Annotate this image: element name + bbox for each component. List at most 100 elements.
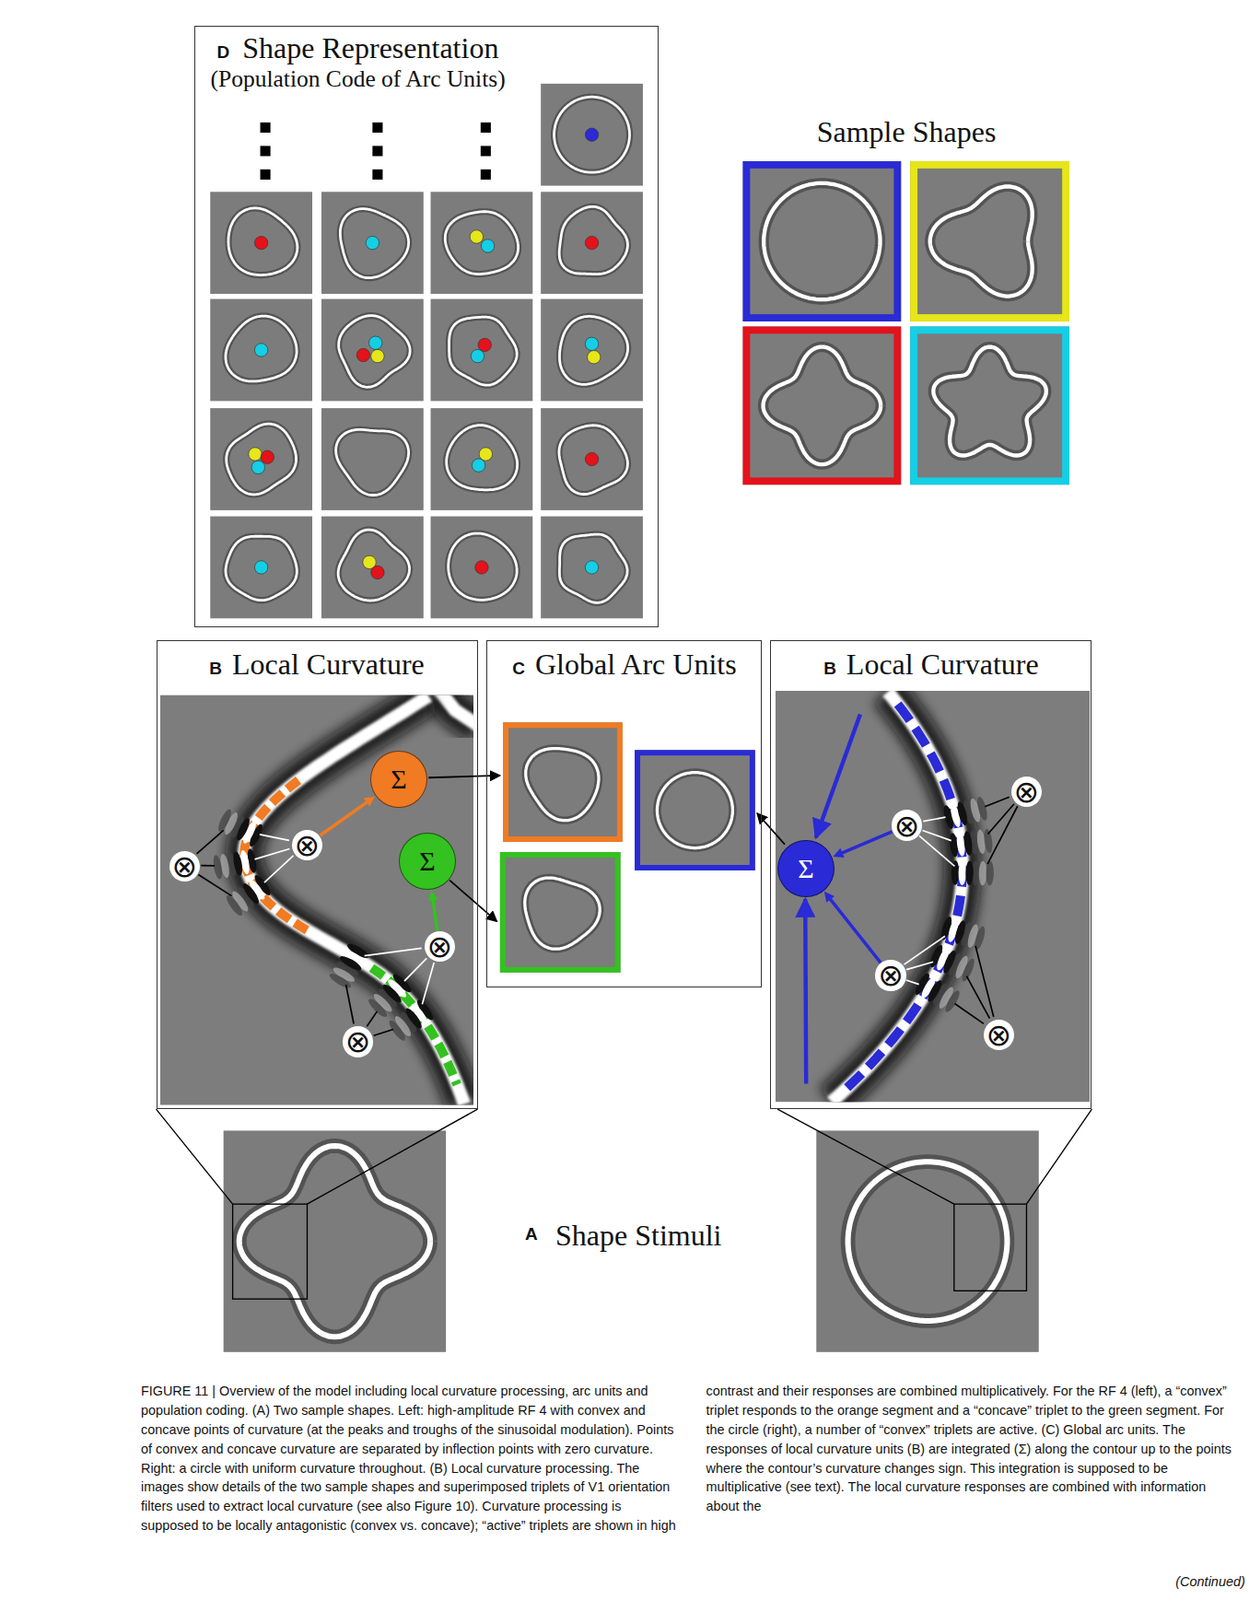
- contour-band: [438, 694, 474, 726]
- panel-box: BLocal CurvatureΣ⊗⊗⊗⊗: [770, 640, 1092, 1110]
- zoom-line: [156, 1108, 234, 1204]
- shape-tile: [321, 408, 424, 511]
- shape-halo: [449, 316, 518, 386]
- shape-contour: [554, 96, 631, 173]
- continued-note: (Continued): [1175, 1574, 1246, 1590]
- orientation-filter: [232, 851, 245, 877]
- image-ground: [775, 690, 1090, 1102]
- shape-halo: [448, 533, 517, 600]
- shape-halo: [239, 1145, 431, 1337]
- shape-contour: [559, 425, 628, 495]
- shape-tile: [540, 516, 643, 619]
- unit-dot: [480, 239, 494, 253]
- filter-wire: [197, 829, 224, 854]
- shape-tile: [431, 191, 534, 294]
- shape-halo: [339, 209, 409, 279]
- shape-tile: [540, 299, 643, 402]
- unit-dot: [251, 460, 265, 474]
- segment-dashes: [844, 703, 962, 1090]
- shape-contour: [763, 347, 882, 466]
- shape-halo: [559, 206, 628, 274]
- arrow-head: [832, 848, 844, 858]
- unit-dot: [584, 337, 598, 351]
- filter-wire: [366, 1011, 377, 1027]
- filter-wire: [198, 875, 232, 897]
- image-ground: [160, 694, 474, 1105]
- panel-box: CGlobal Arc Units: [486, 640, 762, 989]
- orientation-filter: [985, 861, 994, 887]
- filter-wire: [922, 829, 951, 841]
- orientation-filter: [978, 861, 987, 887]
- tile-border: [505, 724, 620, 840]
- orientation-filter: [211, 854, 224, 881]
- contour-halo: [831, 691, 963, 1102]
- contour-band: [244, 696, 465, 1105]
- contour-halo: [244, 696, 465, 1105]
- shape-halo: [933, 347, 1047, 456]
- shape-tile: [431, 299, 534, 402]
- sum-symbol: Σ: [797, 854, 814, 883]
- shape-tile: [210, 299, 313, 402]
- curvature-detail: [160, 694, 474, 1105]
- shape-contour: [656, 772, 733, 849]
- shape-halo: [930, 186, 1033, 296]
- filter-wire: [364, 947, 422, 956]
- shape-contour: [226, 423, 297, 495]
- tile-border: [746, 329, 898, 481]
- unit-dot: [584, 560, 598, 574]
- flow-arrow: [428, 775, 501, 778]
- shape-halo: [763, 347, 882, 466]
- orientation-filter: [327, 970, 353, 991]
- shape-halo: [446, 425, 518, 491]
- unit-dot: [478, 338, 491, 351]
- panel-title: Shape Representation: [242, 31, 499, 65]
- tile-border: [502, 854, 619, 970]
- orientation-filter: [240, 881, 261, 906]
- inset-frame: [233, 1203, 308, 1299]
- multiply-symbol: ⊗: [427, 931, 454, 962]
- shape-contour: [448, 533, 517, 600]
- arrow-head: [428, 890, 439, 902]
- panel-header: CGlobal Arc Units: [487, 646, 761, 682]
- connector-line: [828, 898, 881, 963]
- multiply-symbol: ⊗: [293, 829, 320, 861]
- curvature-detail: [775, 690, 1090, 1102]
- shape-halo: [559, 315, 628, 385]
- filter-wire: [966, 976, 990, 1019]
- orientation-filter: [941, 948, 958, 975]
- orientation-filter: [925, 978, 945, 1004]
- sum-unit: Σ: [398, 832, 456, 890]
- sum-unit: Σ: [370, 750, 428, 808]
- contour-halo: [438, 694, 474, 726]
- orientation-filter: [366, 996, 390, 1020]
- multiply-symbol: ⊗: [172, 851, 199, 882]
- tile-border: [746, 164, 898, 318]
- shape-tile: [431, 408, 534, 511]
- flow-arrow: [449, 880, 497, 923]
- ellipsis-dot: [372, 122, 383, 133]
- shape-halo: [656, 772, 733, 849]
- arrow-head: [363, 796, 375, 807]
- connector-arrow: [320, 796, 375, 836]
- inset-frame: [954, 1203, 1028, 1291]
- sum-unit: Σ: [777, 840, 835, 898]
- panel-title: Global Arc Units: [535, 647, 737, 681]
- shape-tile: [634, 749, 756, 871]
- ellipsis-dot: [372, 169, 383, 180]
- zoom-line: [1026, 1108, 1092, 1204]
- panel-title: Local Curvature: [846, 647, 1039, 681]
- unit-dot: [478, 447, 492, 461]
- flow-arrow: [816, 713, 861, 838]
- shape-contour: [763, 183, 880, 300]
- sum-symbol: Σ: [390, 765, 407, 794]
- shape-contour: [338, 315, 410, 388]
- shape-tile: [321, 299, 424, 402]
- panel-header: DShape Representation(Population Code of…: [217, 30, 506, 94]
- ellipsis-dot: [260, 122, 271, 133]
- unit-dot: [584, 235, 598, 249]
- shape-tile: [540, 408, 643, 511]
- connector-arrow: [824, 891, 881, 963]
- unit-dot: [254, 560, 268, 574]
